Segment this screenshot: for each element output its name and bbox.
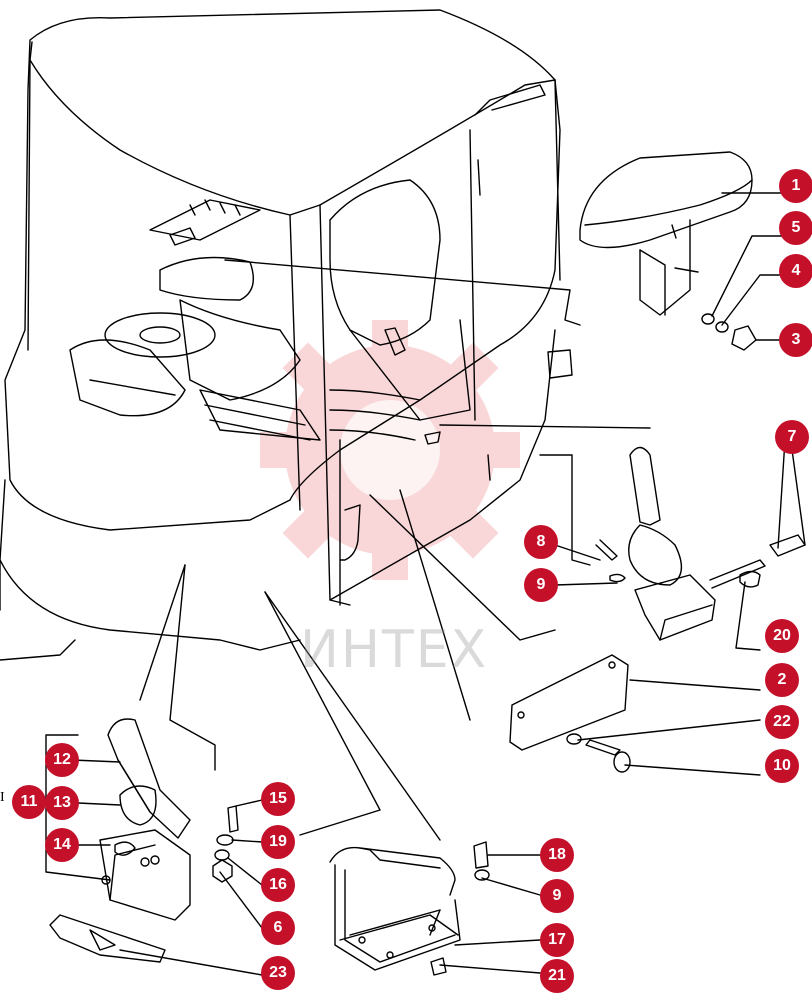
pedal-assembly	[49, 718, 239, 963]
callout-10[interactable]: 10	[765, 749, 799, 783]
callout-4[interactable]: 4	[779, 254, 812, 288]
watermark-gear-hole	[340, 400, 440, 500]
callout-22[interactable]: 22	[765, 705, 799, 739]
callout-11[interactable]: 11	[12, 785, 46, 819]
callout-leaders	[45, 192, 806, 976]
callout-13[interactable]: 13	[45, 786, 79, 820]
callout-18[interactable]: 18	[540, 838, 574, 872]
callout-17[interactable]: 17	[540, 923, 574, 957]
armrest-assembly	[579, 151, 757, 351]
callout-12[interactable]: 12	[45, 743, 79, 777]
callout-2[interactable]: 2	[765, 663, 799, 697]
callout-1[interactable]: 1	[779, 169, 812, 203]
callout-15[interactable]: 15	[261, 782, 295, 816]
callout-3[interactable]: 3	[779, 323, 812, 357]
cover-plate-assembly	[509, 654, 631, 773]
mounting-bracket-assembly	[329, 841, 490, 976]
callout-20[interactable]: 20	[765, 619, 799, 653]
watermark-text: ИНТЕХ	[300, 620, 489, 680]
callout-14[interactable]: 14	[45, 828, 79, 862]
callout-7[interactable]: 7	[775, 420, 809, 454]
callout-16[interactable]: 16	[261, 868, 295, 902]
callout-5[interactable]: 5	[779, 211, 812, 245]
leader-lines	[0, 259, 651, 936]
callout-9-joystick[interactable]: 9	[524, 568, 558, 602]
cab-assembly	[0, 9, 573, 651]
group-bracket-label: I	[0, 790, 5, 805]
callout-21[interactable]: 21	[540, 959, 574, 993]
joystick-assembly	[595, 446, 806, 641]
callout-19[interactable]: 19	[261, 825, 295, 859]
callout-23[interactable]: 23	[261, 956, 295, 990]
callout-8[interactable]: 8	[524, 525, 558, 559]
callout-9-bracket[interactable]: 9	[540, 879, 574, 913]
callout-6[interactable]: 6	[261, 911, 295, 945]
